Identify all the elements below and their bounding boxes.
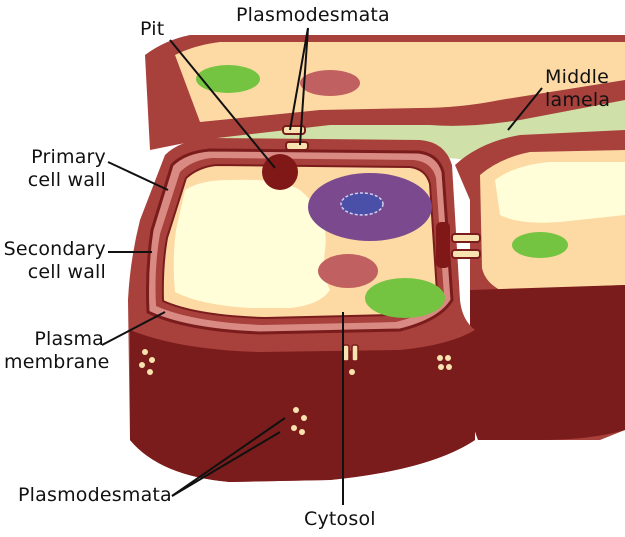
pit: [436, 222, 450, 268]
chloroplast: [196, 65, 260, 93]
leader-lines: [101, 27, 543, 505]
label-primary-cell-wall: Primary cell wall: [27, 146, 106, 191]
right-cell-vacuole: [495, 162, 625, 223]
top-cell-cytoplasm: [175, 42, 625, 122]
plasmodesmata-right: [451, 233, 481, 259]
label-plasmodesmata-top: Plasmodesmata: [236, 4, 390, 26]
plasmodesmata-top: [282, 125, 309, 151]
main-cell-front-face: [130, 330, 475, 482]
label-cytosol: Cytosol: [304, 508, 376, 530]
mitochondrion: [318, 254, 378, 288]
mitochondrion: [300, 70, 360, 96]
nucleolus: [340, 192, 384, 216]
label-secondary-cell-wall: Secondary cell wall: [3, 238, 106, 283]
label-plasmodesmata-bottom: Plasmodesmata: [18, 484, 172, 506]
vacuole: [173, 179, 330, 308]
label-plasma-membrane: Plasma membrane: [4, 328, 110, 373]
label-middle-lamela: Middle lamela: [545, 66, 611, 111]
plasmodesmata-front: [342, 344, 359, 362]
right-cell-front-face: [470, 285, 625, 440]
label-pit: Pit: [140, 18, 165, 40]
chloroplast: [365, 278, 445, 318]
plasmodesmata-dots: [139, 349, 452, 435]
chloroplast: [512, 232, 568, 258]
